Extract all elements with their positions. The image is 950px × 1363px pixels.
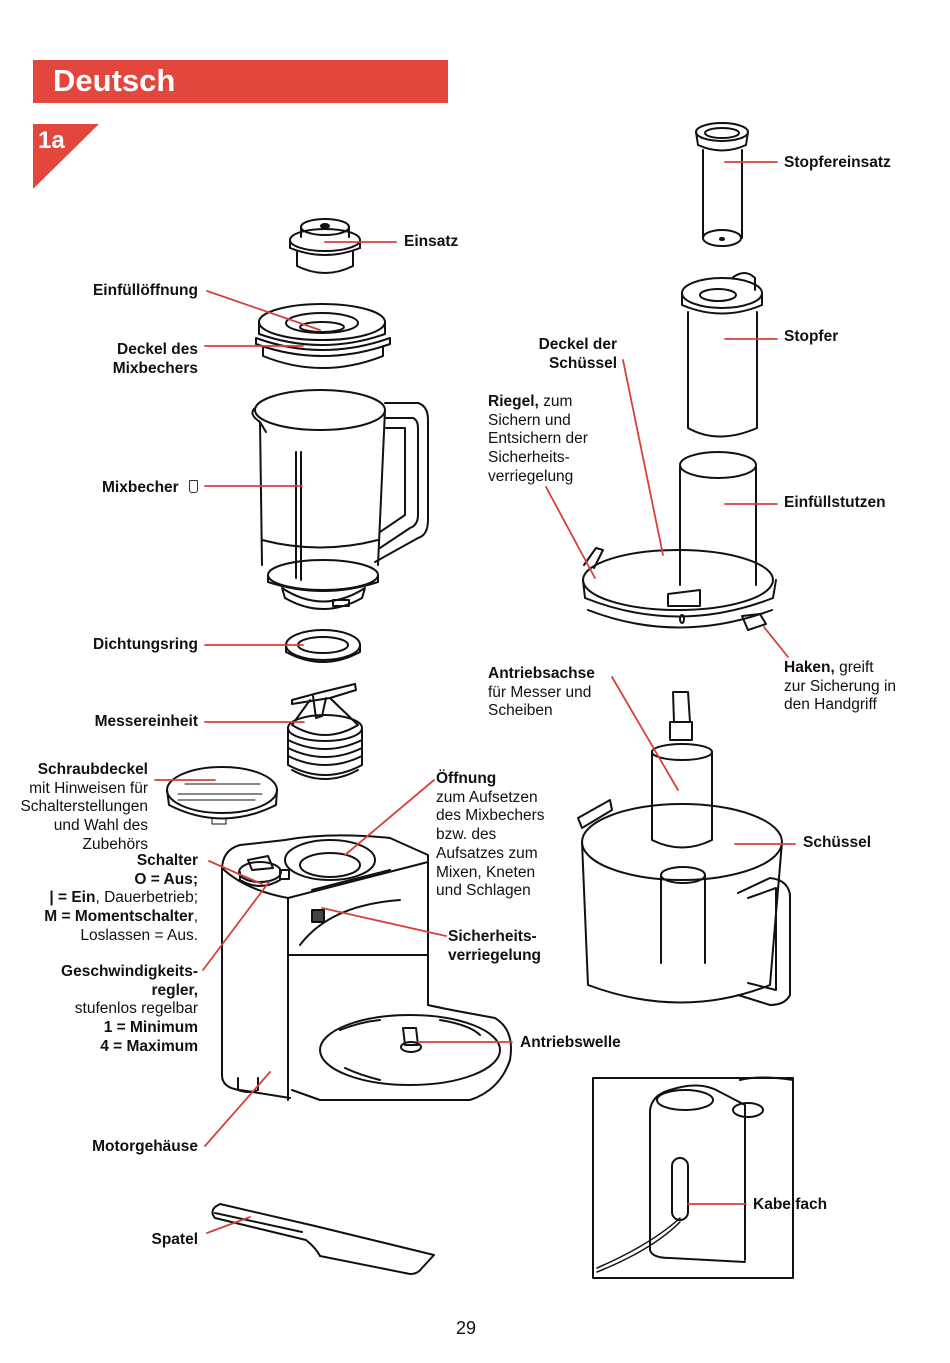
leader-riegel: [545, 486, 596, 579]
label-stopfereinsatz: Stopfereinsatz: [784, 154, 891, 171]
leader-lines: [154, 161, 796, 1234]
language-header: Deutsch: [33, 60, 448, 103]
leader-geschwindigkeit: [202, 881, 270, 971]
label-dichtungsring: Dichtungsring: [92, 636, 198, 653]
motor-base-drawing: [221, 834, 512, 1101]
label-oeffnung: Öffnung zum Aufsetzen des Mixbechers bzw…: [436, 770, 545, 900]
label-messereinheit: Messereinheit: [94, 713, 198, 730]
pusher-drawing: [681, 272, 763, 438]
label-haken: Haken, greift zur Sicherung in den Handg…: [784, 659, 897, 714]
blade-unit-drawing: [287, 683, 363, 780]
leader-schalter: [208, 860, 263, 885]
language-title: Deutsch: [53, 63, 176, 98]
label-einfuellstutzen: Einfüllstutzen: [784, 494, 886, 511]
label-mixbecher: Mixbecher: [102, 479, 198, 498]
figure-number: 1a: [38, 127, 65, 154]
label-antriebsachse: Antriebsachse für Messer und Scheiben: [488, 665, 595, 720]
label-riegel: Riegel, zum Sichern und Entsichern der S…: [488, 393, 588, 485]
page-number: 29: [456, 1318, 477, 1338]
leader-antriebsachse: [611, 676, 679, 791]
label-stopfer: Stopfer: [784, 328, 839, 345]
bowl-drawing: [577, 691, 791, 1006]
label-schalter: Schalter O = Aus; | = Ein, Dauerbetrieb;…: [44, 852, 198, 944]
label-geschwindigkeitsregler: Geschwindigkeits- regler, stufenlos rege…: [61, 963, 198, 1055]
label-spatel: Spatel: [151, 1231, 198, 1248]
leader-haken: [763, 626, 789, 658]
leader-motorgehaeuse: [204, 1071, 271, 1147]
sealing-ring-drawing: [285, 629, 361, 663]
label-einsatz: Einsatz: [404, 233, 459, 250]
leader-spatel: [206, 1216, 251, 1234]
cable-storage-inset: [592, 1076, 794, 1279]
blender-lid-drawing: [255, 303, 391, 369]
screw-cap-drawing: [166, 766, 278, 825]
figure-badge-triangle: [33, 124, 99, 189]
label-schraubdeckel: Schraubdeckel mit Hinweisen für Schalter…: [20, 761, 148, 853]
insert-drawing: [289, 218, 361, 274]
leader-oeffnung: [344, 779, 435, 856]
spatula-drawing: [211, 1203, 435, 1275]
leader-deckel-schuessel: [622, 359, 664, 556]
leader-sicherheitsverriegelung: [321, 907, 447, 937]
blender-jug-drawing: [251, 389, 429, 610]
label-sicherheitsverriegelung: Sicherheits-verriegelung: [448, 928, 542, 964]
label-kabelfach: Kabelfach: [753, 1196, 828, 1213]
label-einfuelloeffnung: Einfüllöffnung: [92, 282, 198, 299]
label-antriebswelle: Antriebswelle: [520, 1034, 621, 1051]
label-schuessel: Schüssel: [803, 834, 872, 851]
figure-badge: 1a: [33, 124, 99, 189]
label-motorgehaeuse: Motorgehäuse: [92, 1138, 198, 1155]
leader-einfuelloeffnung: [206, 290, 321, 331]
jug-icon: [189, 480, 198, 493]
bowl-lid-drawing: [582, 451, 777, 631]
pusher-insert-drawing: [695, 122, 749, 247]
